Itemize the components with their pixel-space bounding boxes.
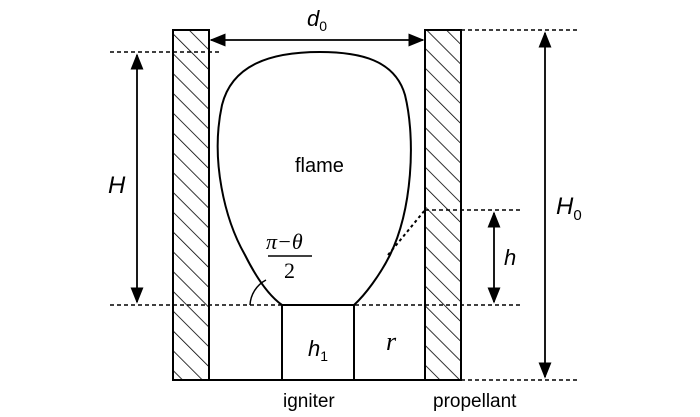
H0-label-main: H <box>556 193 574 220</box>
d0-label-sub: 0 <box>319 18 327 34</box>
H-label: H <box>108 172 126 199</box>
r-label: r <box>386 327 397 356</box>
propellant-label: propellant <box>433 391 517 412</box>
h1-label: h1 <box>308 336 328 364</box>
angle-numerator: π−θ <box>266 229 303 254</box>
d0-label-main: d <box>307 6 320 31</box>
flame-outline <box>216 50 412 306</box>
flame-label: flame <box>295 155 344 177</box>
angle-arc <box>249 279 267 306</box>
h1-label-main: h <box>308 336 320 361</box>
h-label: h <box>504 245 516 270</box>
angle-denominator: 2 <box>284 258 295 283</box>
H0-label-sub: 0 <box>573 207 581 224</box>
igniter-block <box>281 304 355 381</box>
igniter-label: igniter <box>283 391 335 412</box>
right-wall <box>424 29 462 381</box>
h1-label-sub: 1 <box>320 348 328 364</box>
left-wall <box>172 29 210 381</box>
H0-label: H0 <box>556 193 582 224</box>
d0-label: d0 <box>307 6 327 34</box>
tangent-dotted-line <box>387 209 426 256</box>
